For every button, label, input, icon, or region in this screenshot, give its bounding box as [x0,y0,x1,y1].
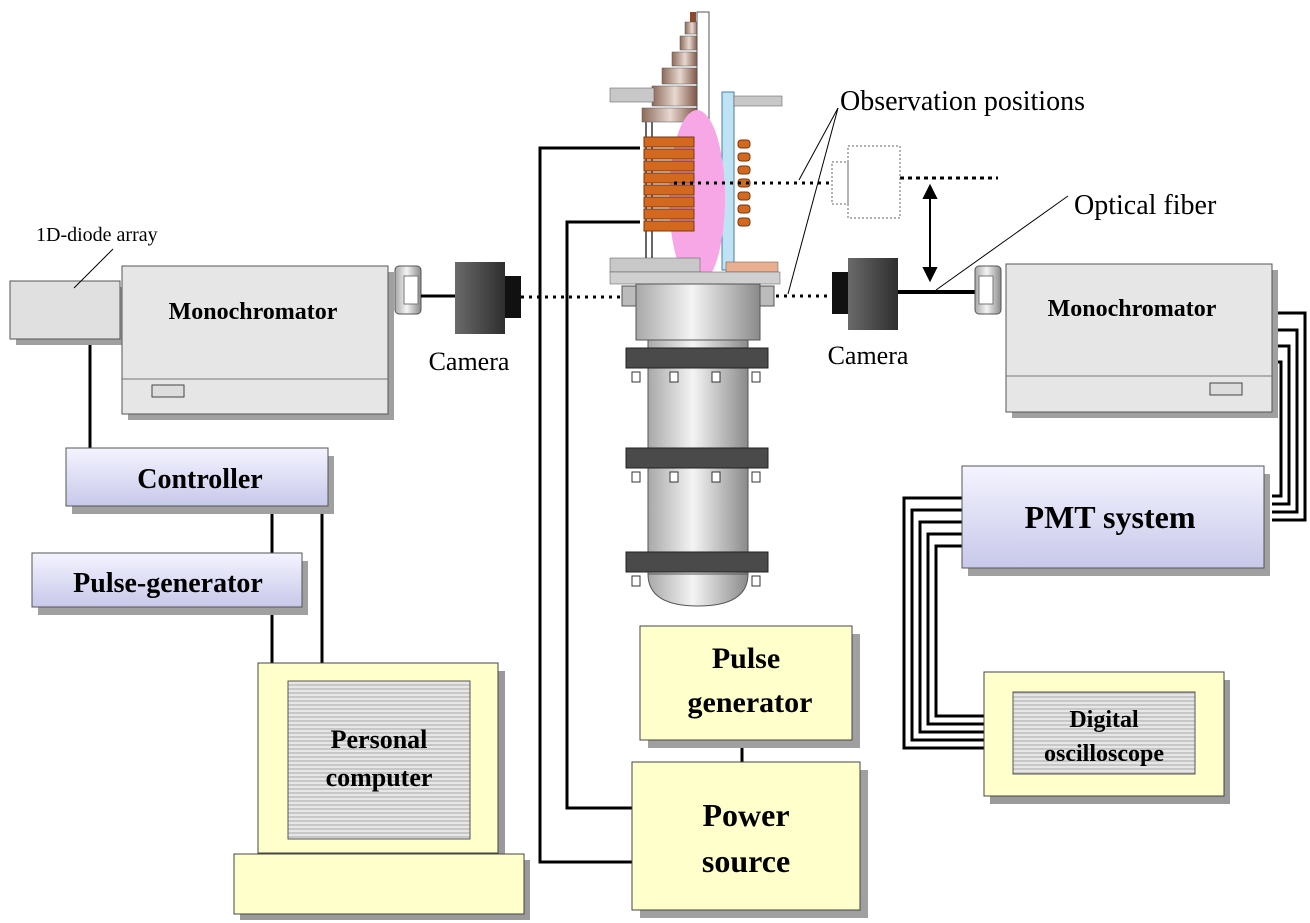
power-source-box[interactable] [631,761,868,918]
wires [88,146,1307,864]
observation-positions-label: Observation positions [840,86,1085,117]
digital-oscilloscope-label-line1: Digital [1069,707,1139,733]
personal-computer[interactable] [233,662,530,920]
coil-stack-right [737,139,751,227]
monochromator-left-label: Monochromator [169,299,338,325]
monochromator-right [974,263,1278,418]
monochromator-right-label: Monochromator [1048,296,1217,322]
monochromator-left [121,265,455,420]
wire-pmt-osc-3 [918,520,985,734]
wire-mono-pmt-1 [1272,311,1307,522]
wire-pmt-osc-2 [910,508,985,742]
diode-array [9,280,126,345]
digital-oscilloscope[interactable] [983,671,1230,804]
wire-pmt-osc-4 [926,532,985,726]
wire-pmt-osc-1 [902,496,985,750]
controller-box[interactable] [65,447,334,514]
pulse-generator-center-label-line1: Pulse [712,642,780,675]
optical-fiber-label: Optical fiber [1074,190,1217,221]
plasma-chamber [609,11,783,607]
wire-mono-pmt-2 [1272,328,1299,514]
diode-array-label: 1D-diode array [36,224,158,246]
optical-fiber-pointer [935,195,1069,291]
pulse-generator-center-label-line2: generator [688,686,813,719]
controller-label: Controller [137,464,262,495]
pulse-generator-left-label: Pulse-generator [73,568,263,599]
wire-power-chamber-inner [565,220,640,810]
camera-alternate-position [831,145,901,219]
power-source-label-line2: source [702,843,790,879]
wire-pmt-osc-5 [934,544,985,718]
digital-oscilloscope-label-line2: oscilloscope [1044,741,1164,767]
personal-computer-label-line1: Personal [331,725,428,754]
wire-mono-pmt-3 [1272,344,1291,506]
position-double-arrow [922,183,938,283]
camera-left [455,262,521,334]
camera-left-label: Camera [429,347,510,376]
pulse-generator-center-box[interactable] [639,625,860,748]
pulse-generator-left-box[interactable] [31,552,308,615]
obs-pointer-upper [798,107,839,181]
coil-stack-left [643,136,695,232]
pmt-system-box[interactable] [961,465,1270,576]
pmt-system-label: PMT system [1025,499,1196,535]
power-source-label-line1: Power [702,797,789,833]
diode-array-pointer [73,248,114,289]
camera-right-label: Camera [828,341,909,370]
personal-computer-label-line2: computer [326,763,433,792]
wire-power-chamber-outer [538,146,640,864]
obs-pointer-lower [787,107,839,295]
camera-right [832,258,898,330]
